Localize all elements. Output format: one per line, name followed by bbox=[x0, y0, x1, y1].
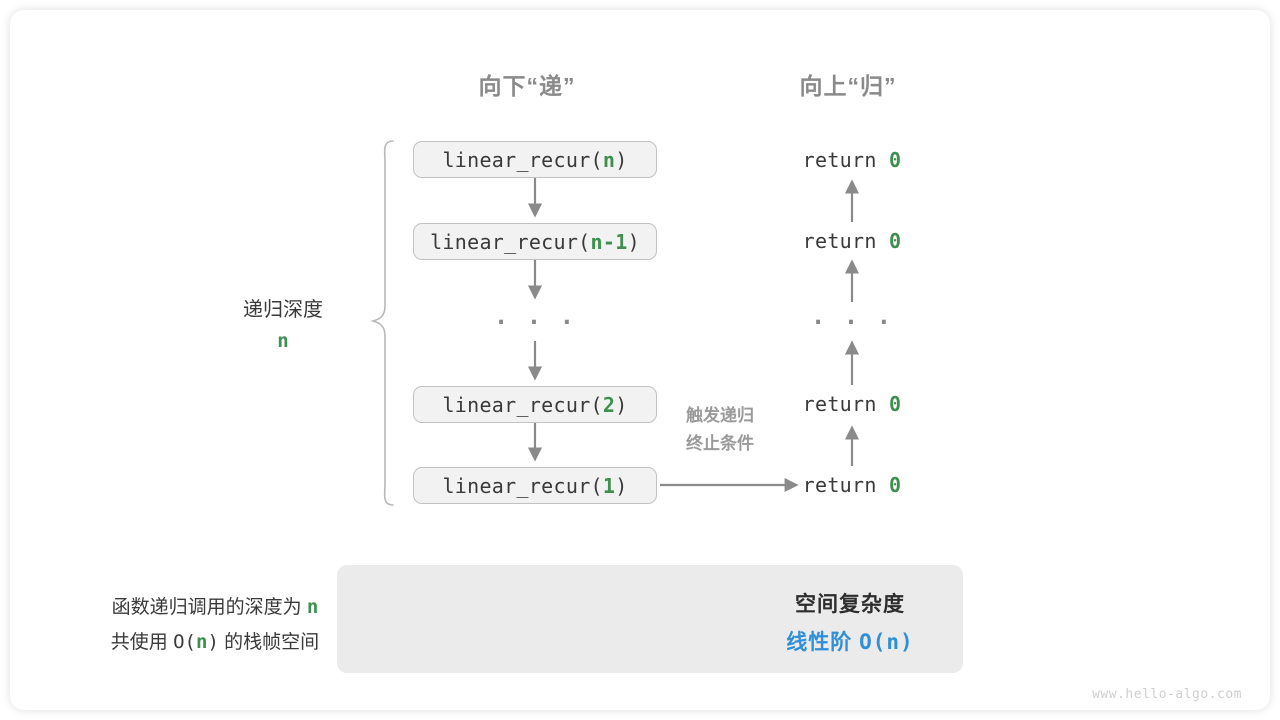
summary-left-line2-c: ) bbox=[207, 631, 219, 653]
return-ellipsis: · · · bbox=[810, 308, 894, 336]
summary-panel bbox=[337, 565, 963, 673]
summary-left-line2-n: n bbox=[195, 631, 208, 653]
call-prefix: linear_recur( bbox=[442, 147, 603, 172]
call-box: linear_recur(1) bbox=[413, 467, 657, 504]
call-prefix: linear_recur( bbox=[430, 229, 591, 254]
summary-left-line1: 函数递归调用的深度为 n bbox=[112, 592, 319, 619]
return-keyword: return bbox=[802, 229, 877, 253]
return-value: 0 bbox=[889, 229, 902, 253]
trigger-note-line2: 终止条件 bbox=[686, 434, 754, 453]
recursion-depth-value: n bbox=[277, 330, 289, 352]
trigger-note-line1: 触发递归 bbox=[686, 406, 754, 425]
summary-right-value: 线性阶 O(n) bbox=[786, 626, 913, 656]
summary-left-line1-text: 函数递归调用的深度为 bbox=[111, 597, 302, 618]
call-prefix: linear_recur( bbox=[442, 473, 603, 498]
depth-brace bbox=[370, 140, 394, 506]
heading-descend: 向下“递” bbox=[478, 73, 576, 99]
summary-left-line2-a: 共使用 bbox=[110, 632, 168, 653]
summary-right-title: 空间复杂度 bbox=[795, 593, 905, 616]
return-statement: return 0 bbox=[803, 229, 902, 253]
call-arg: n-1 bbox=[590, 229, 628, 254]
return-value: 0 bbox=[889, 473, 902, 497]
summary-left-line2-o: O( bbox=[173, 631, 196, 653]
recursion-depth-label: 递归深度 bbox=[243, 299, 323, 321]
call-suffix: ) bbox=[615, 147, 628, 172]
complexity-order-label: 线性阶 bbox=[786, 631, 853, 654]
summary-left-line2-b: 的栈帧空间 bbox=[224, 632, 320, 653]
return-statement: return 0 bbox=[803, 392, 902, 416]
call-suffix: ) bbox=[615, 473, 628, 498]
call-arg: 1 bbox=[602, 473, 616, 498]
call-box: linear_recur(2) bbox=[413, 386, 657, 423]
return-statement: return 0 bbox=[803, 148, 902, 172]
return-keyword: return bbox=[802, 473, 877, 497]
call-prefix: linear_recur( bbox=[442, 392, 603, 417]
return-keyword: return bbox=[802, 392, 877, 416]
summary-left-line1-n: n bbox=[306, 596, 319, 618]
complexity-bigo: O(n) bbox=[859, 630, 914, 654]
return-value: 0 bbox=[889, 148, 902, 172]
diagram-card: 向下“递” 向上“归” 递归深度 n linear_recur(n) linea… bbox=[10, 10, 1270, 710]
call-arg: n bbox=[602, 147, 616, 172]
call-arg: 2 bbox=[602, 392, 616, 417]
call-box: linear_recur(n-1) bbox=[413, 223, 657, 260]
return-keyword: return bbox=[802, 148, 877, 172]
call-suffix: ) bbox=[627, 229, 640, 254]
summary-left-line2: 共使用 O(n) 的栈帧空间 bbox=[111, 627, 319, 654]
return-statement: return 0 bbox=[803, 473, 902, 497]
heading-ascend: 向上“归” bbox=[799, 73, 897, 99]
return-value: 0 bbox=[889, 392, 902, 416]
call-box: linear_recur(n) bbox=[413, 141, 657, 178]
diagram-stage: 向下“递” 向上“归” 递归深度 n linear_recur(n) linea… bbox=[10, 10, 1270, 710]
call-suffix: ) bbox=[615, 392, 628, 417]
watermark: www.hello-algo.com bbox=[1092, 687, 1242, 702]
call-ellipsis: · · · bbox=[493, 308, 577, 336]
